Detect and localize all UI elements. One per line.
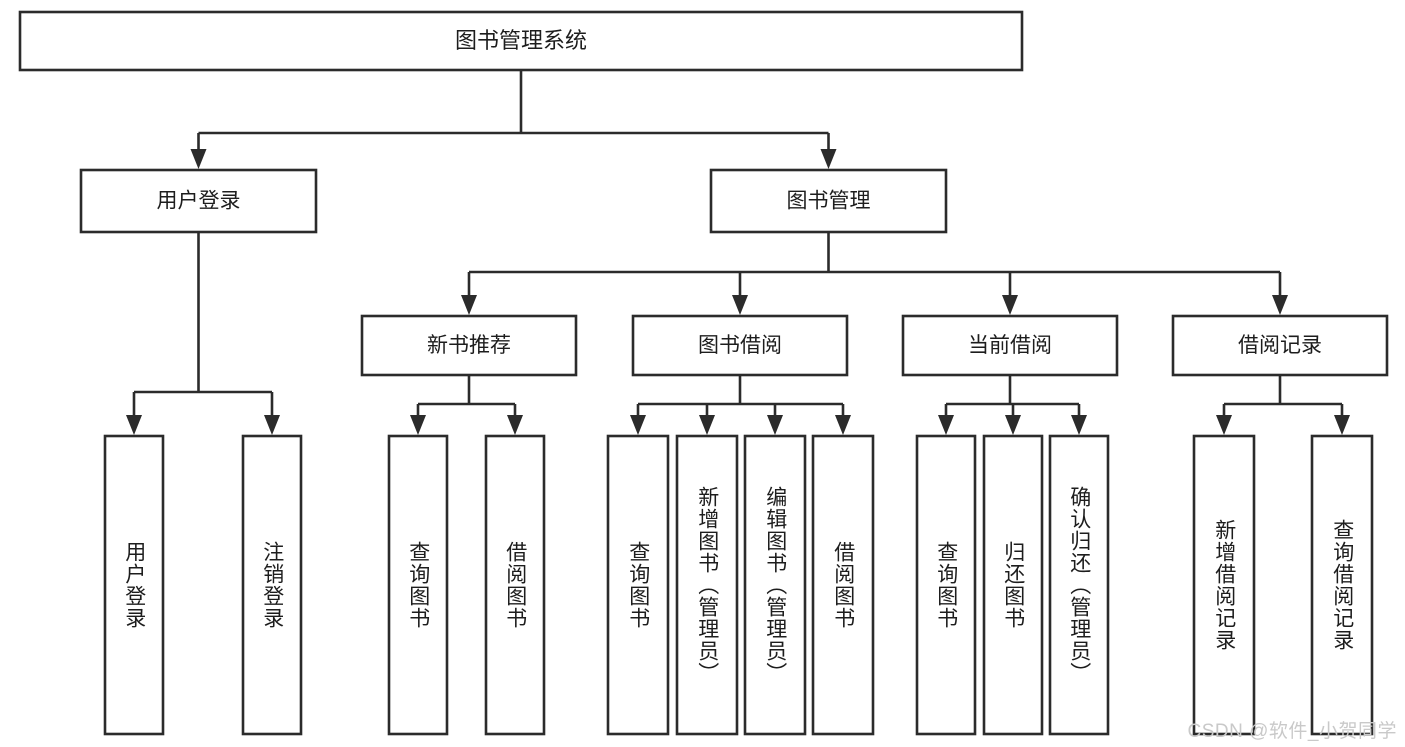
- arrow-head-icon: [507, 415, 523, 435]
- arrow-head-icon: [410, 415, 426, 435]
- arrow-head-icon: [699, 415, 715, 435]
- arrow-head-icon: [126, 415, 142, 435]
- arrow-head-icon: [264, 415, 280, 435]
- node-leaf-query-book-2[interactable]: [606, 434, 670, 736]
- node-leaf-query-book-1[interactable]: [387, 434, 449, 736]
- node-leaf-add-book[interactable]: [675, 434, 739, 736]
- node-book-manage[interactable]: 图书管理: [709, 168, 948, 234]
- arrow-head-icon: [461, 295, 477, 315]
- node-leaf-confirm-return[interactable]: [1048, 434, 1110, 736]
- node-new-book-rec[interactable]: 新书推荐: [360, 314, 578, 377]
- arrow-head-icon: [835, 415, 851, 435]
- node-leaf-borrow-book-2[interactable]: [811, 434, 875, 736]
- arrow-head-icon: [820, 149, 837, 169]
- node-borrow-record[interactable]: 借阅记录: [1171, 314, 1389, 377]
- node-user-login[interactable]: 用户登录: [79, 168, 318, 234]
- node-leaf-user-logout[interactable]: [241, 434, 303, 736]
- node-label: 用户登录: [157, 190, 241, 213]
- node-label: 图书管理: [787, 190, 871, 213]
- watermark-text: CSDN @软件_小贺同学: [1187, 721, 1397, 742]
- node-label: 图书借阅: [698, 334, 782, 357]
- arrow-head-icon: [1071, 415, 1087, 435]
- node-title-system[interactable]: 图书管理系统: [18, 10, 1024, 72]
- node-label: 图书管理系统: [455, 28, 587, 53]
- node-leaf-query-book-3[interactable]: [915, 434, 977, 736]
- node-leaf-query-record[interactable]: [1310, 434, 1374, 736]
- node-leaf-user-login[interactable]: [103, 434, 165, 736]
- node-label: 当前借阅: [968, 334, 1052, 357]
- arrow-head-icon: [1334, 415, 1350, 435]
- arrow-head-icon: [630, 415, 646, 435]
- arrow-head-icon: [767, 415, 783, 435]
- node-book-borrow[interactable]: 图书借阅: [631, 314, 849, 377]
- node-label: 借阅记录: [1238, 334, 1322, 357]
- arrow-head-icon: [190, 149, 207, 169]
- arrow-head-icon: [732, 295, 748, 315]
- node-leaf-add-record[interactable]: [1192, 434, 1256, 736]
- arrow-head-icon: [1272, 295, 1288, 315]
- arrow-head-icon: [1005, 415, 1021, 435]
- node-leaf-borrow-book-1[interactable]: [484, 434, 546, 736]
- arrow-head-icon: [938, 415, 954, 435]
- edges-layer: [126, 70, 1350, 435]
- node-current-borrow[interactable]: 当前借阅: [901, 314, 1119, 377]
- arrow-head-icon: [1002, 295, 1018, 315]
- arrow-head-icon: [1216, 415, 1232, 435]
- node-leaf-edit-book[interactable]: [743, 434, 807, 736]
- node-leaf-return-book[interactable]: [982, 434, 1044, 736]
- node-label: 新书推荐: [427, 334, 511, 357]
